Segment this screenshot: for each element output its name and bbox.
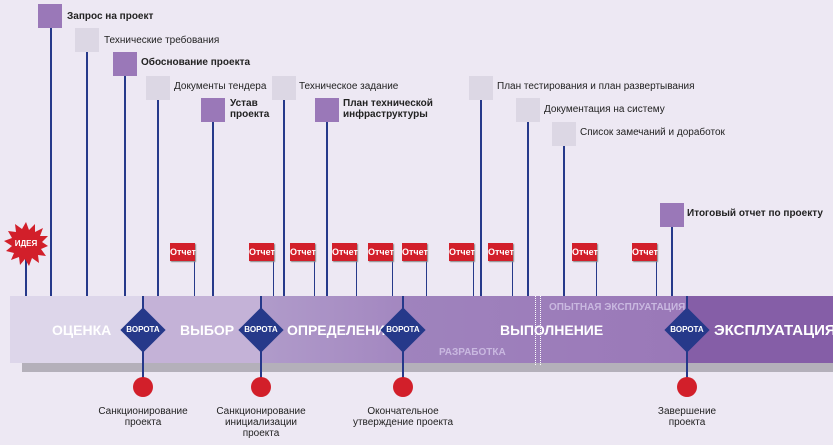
document-icon — [272, 76, 296, 100]
report-pole — [596, 243, 597, 296]
milestone-label: Окончательное утверждение проекта — [352, 406, 454, 428]
document-label: Запрос на проект — [67, 11, 154, 22]
idea-label: ИДЕЯ — [14, 239, 38, 248]
document-label: Техническое задание — [299, 81, 399, 92]
document-label: Итоговый отчет по проекту — [687, 208, 823, 219]
document-label: Документы тендера — [174, 81, 267, 92]
report-flag: Отчет — [449, 243, 475, 261]
report-flag: Отчет — [290, 243, 316, 261]
document-icon — [516, 98, 540, 122]
document-label: Список замечаний и доработок — [580, 127, 725, 138]
report-pole — [392, 243, 393, 296]
document-icon — [552, 122, 576, 146]
phase-label: ВЫПОЛНЕНИЕ — [500, 322, 604, 338]
report-pole — [314, 243, 315, 296]
report-flag: Отчет — [488, 243, 514, 261]
doc-line — [212, 122, 214, 296]
gate-label: ВОРОТА — [670, 325, 704, 334]
report-pole — [656, 243, 657, 296]
gate-label: ВОРОТА — [244, 325, 278, 334]
milestone-dot — [677, 377, 697, 397]
doc-line — [50, 28, 52, 296]
document-icon — [201, 98, 225, 122]
report-pole — [426, 243, 427, 296]
phase-label: ЭКСПЛУАТАЦИЯ — [714, 322, 833, 339]
report-pole — [473, 243, 474, 296]
doc-line — [283, 100, 285, 296]
milestone-dot — [133, 377, 153, 397]
doc-line — [671, 227, 673, 296]
document-icon — [38, 4, 62, 28]
document-label: План технической инфраструктуры — [343, 98, 433, 120]
doc-line — [480, 100, 482, 296]
report-flag: Отчет — [170, 243, 196, 261]
document-icon — [469, 76, 493, 100]
phase-label: ОПРЕДЕЛЕНИЕ — [287, 322, 395, 338]
phase-band-execution — [403, 296, 687, 363]
report-pole — [512, 243, 513, 296]
doc-line — [527, 122, 529, 296]
document-icon — [315, 98, 339, 122]
gate-label: ВОРОТА — [126, 325, 160, 334]
phase-label: ВЫБОР — [180, 322, 235, 338]
milestone-label: Завершение проекта — [657, 406, 717, 428]
doc-line — [563, 146, 565, 296]
document-label: Документация на систему — [544, 104, 665, 115]
milestone-label: Санкционирование инициализации проекта — [216, 406, 306, 439]
doc-line — [326, 122, 328, 296]
gate-label: ВОРОТА — [386, 325, 420, 334]
idea-line — [25, 255, 27, 296]
band-shadow — [22, 363, 833, 372]
milestone-label: Санкционирование проекта — [98, 406, 188, 428]
report-flag: Отчет — [402, 243, 428, 261]
document-icon — [113, 52, 137, 76]
document-icon — [660, 203, 684, 227]
milestone-dot — [251, 377, 271, 397]
document-icon — [75, 28, 99, 52]
document-label: План тестирования и план развертывания — [497, 81, 695, 92]
report-pole — [356, 243, 357, 296]
phase-band-operation — [687, 296, 833, 363]
subphase-label: РАЗРАБОТКА — [439, 347, 506, 358]
phase-label: ОЦЕНКА — [52, 322, 112, 338]
report-pole — [194, 243, 195, 296]
doc-line — [157, 100, 159, 296]
doc-line — [86, 52, 88, 296]
report-flag: Отчет — [572, 243, 598, 261]
pilot-divider — [535, 296, 541, 365]
subphase-label: ОПЫТНАЯ ЭКСПЛУАТАЦИЯ — [549, 302, 686, 313]
report-flag: Отчет — [249, 243, 275, 261]
report-flag: Отчет — [632, 243, 658, 261]
report-flag: Отчет — [368, 243, 394, 261]
doc-line — [124, 76, 126, 296]
report-pole — [273, 243, 274, 296]
document-label: Обоснование проекта — [141, 57, 251, 68]
report-flag: Отчет — [332, 243, 358, 261]
document-icon — [146, 76, 170, 100]
document-label: Устав проекта — [230, 98, 270, 120]
phase-band-definition — [261, 296, 403, 363]
milestone-dot — [393, 377, 413, 397]
document-label: Технические требования — [104, 35, 220, 46]
idea-starburst-icon — [4, 222, 48, 266]
